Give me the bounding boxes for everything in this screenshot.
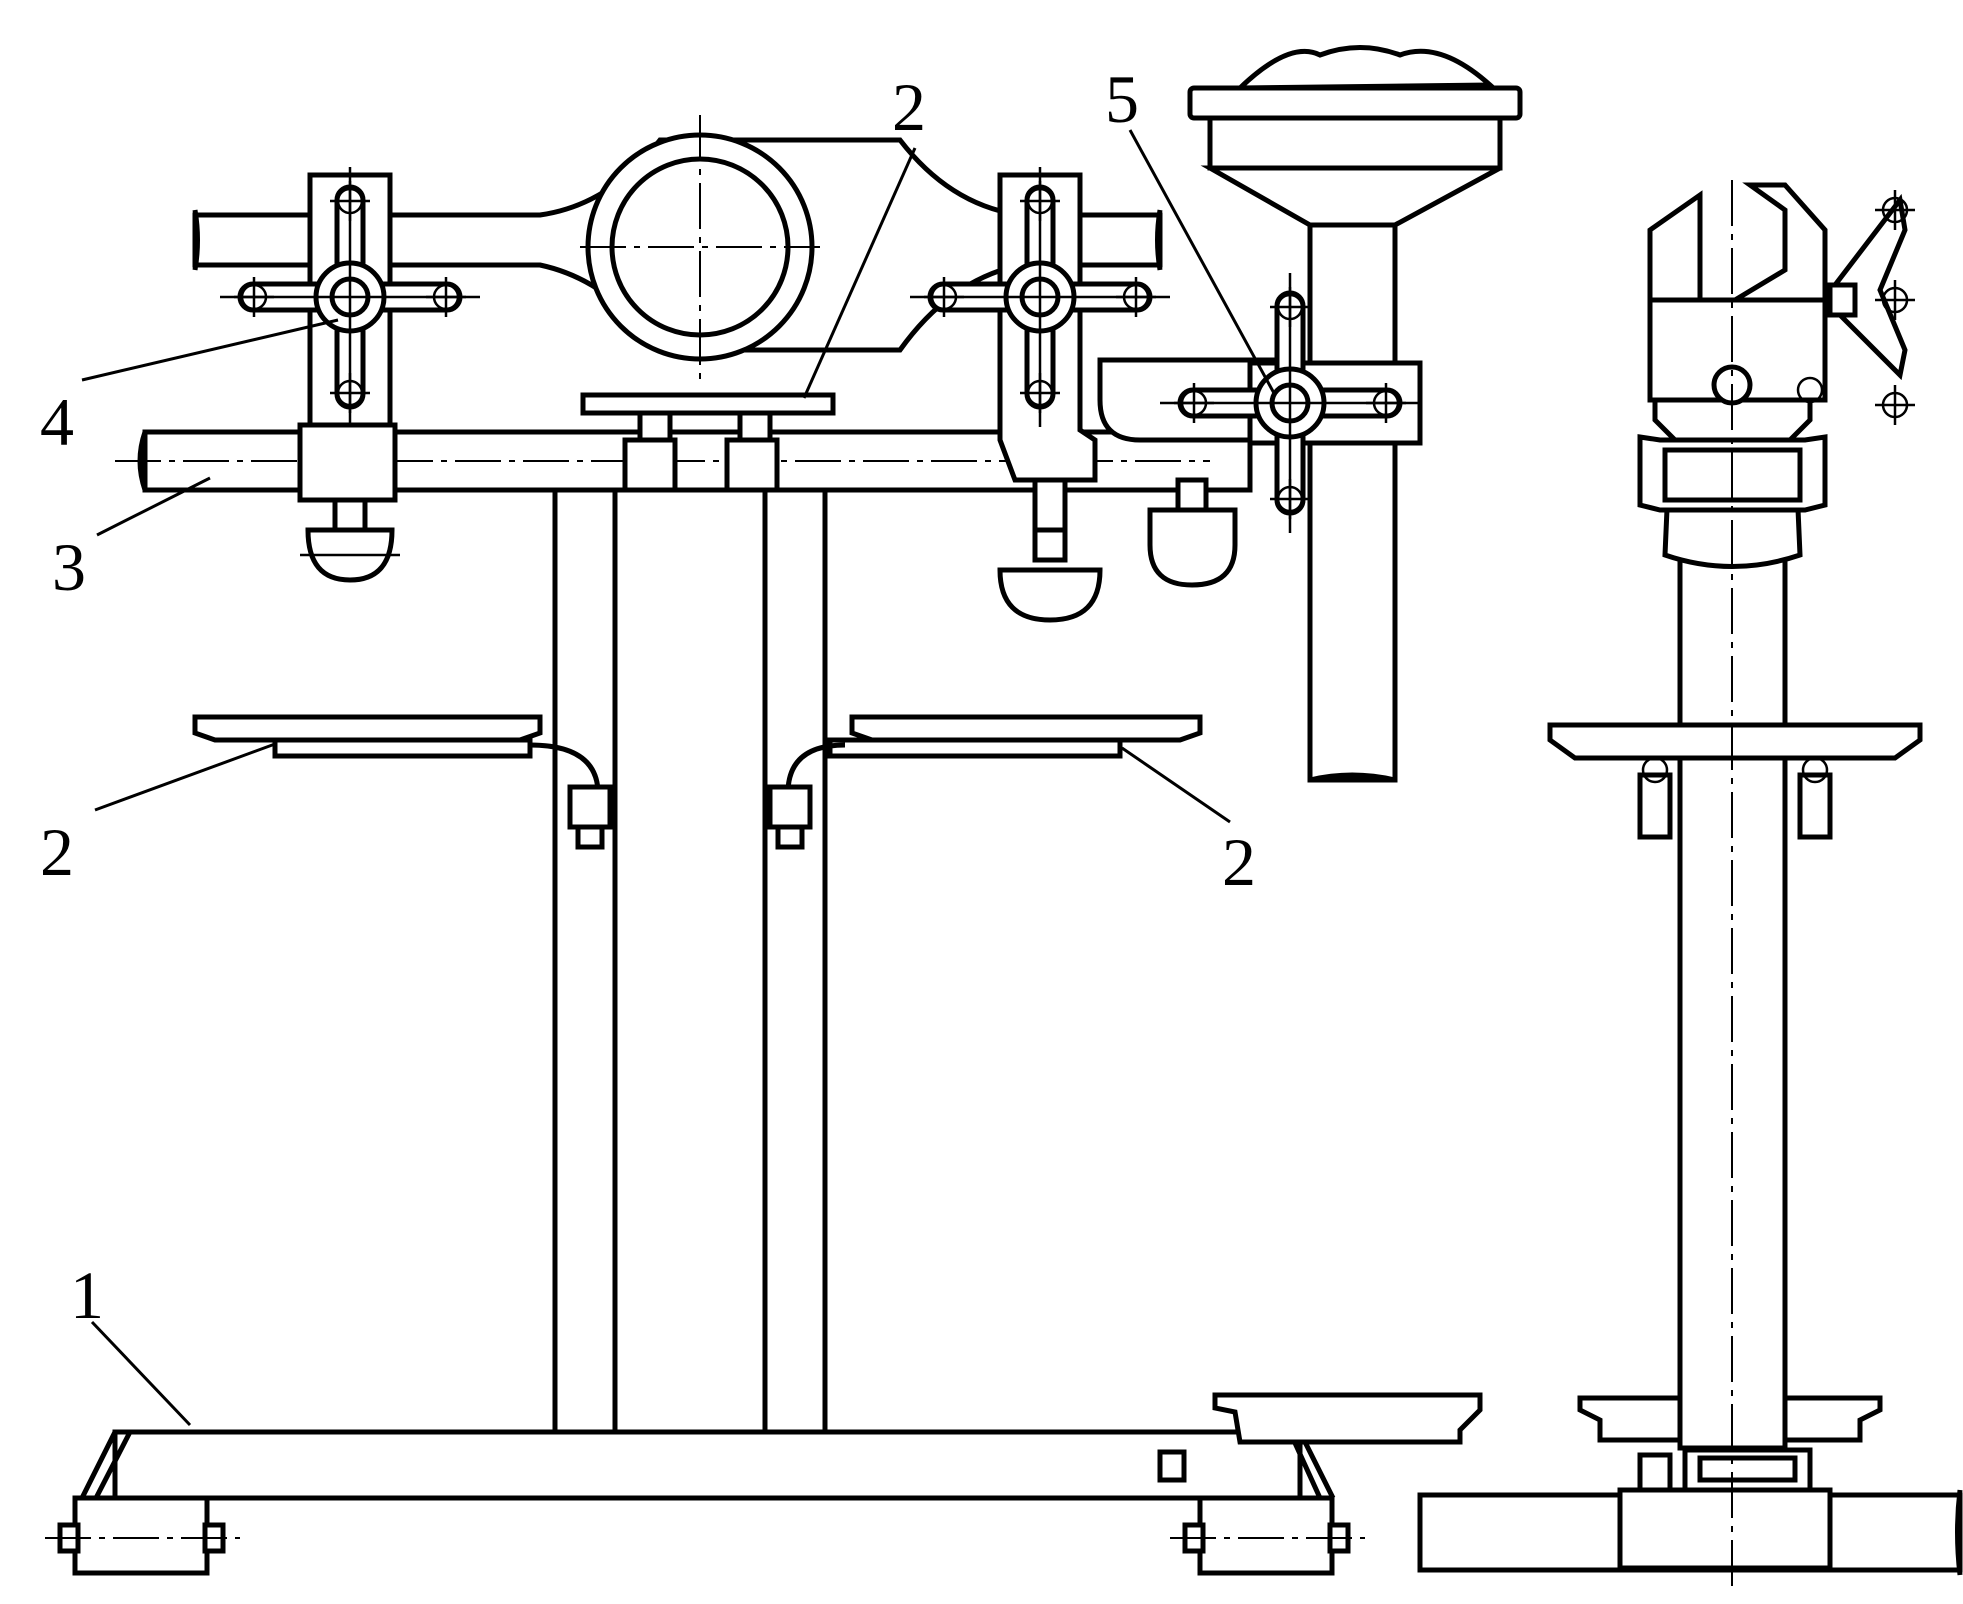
center-pad bbox=[580, 392, 836, 493]
right-column bbox=[762, 487, 828, 1435]
callout-2-top: 2 bbox=[892, 69, 926, 145]
left-wheel bbox=[45, 1495, 240, 1576]
side-view bbox=[1417, 180, 1963, 1590]
left-handwheel bbox=[220, 167, 480, 427]
callout-4: 4 bbox=[40, 384, 74, 460]
hoist-fixture bbox=[1187, 45, 1523, 783]
base-frame bbox=[79, 1429, 1336, 1501]
right-wheel bbox=[1170, 1495, 1365, 1576]
callout-2-left: 2 bbox=[40, 814, 74, 890]
callout-3: 3 bbox=[52, 529, 86, 605]
callout-5: 5 bbox=[1105, 61, 1139, 137]
callout-1: 1 bbox=[70, 1257, 104, 1333]
base-lug bbox=[1157, 1449, 1187, 1483]
leader-lines bbox=[81, 129, 1277, 1427]
left-column bbox=[552, 487, 618, 1435]
right-tray bbox=[767, 714, 1203, 850]
left-tray bbox=[192, 714, 613, 850]
floor-tray bbox=[1212, 1392, 1483, 1445]
callout-2-right: 2 bbox=[1222, 824, 1256, 900]
